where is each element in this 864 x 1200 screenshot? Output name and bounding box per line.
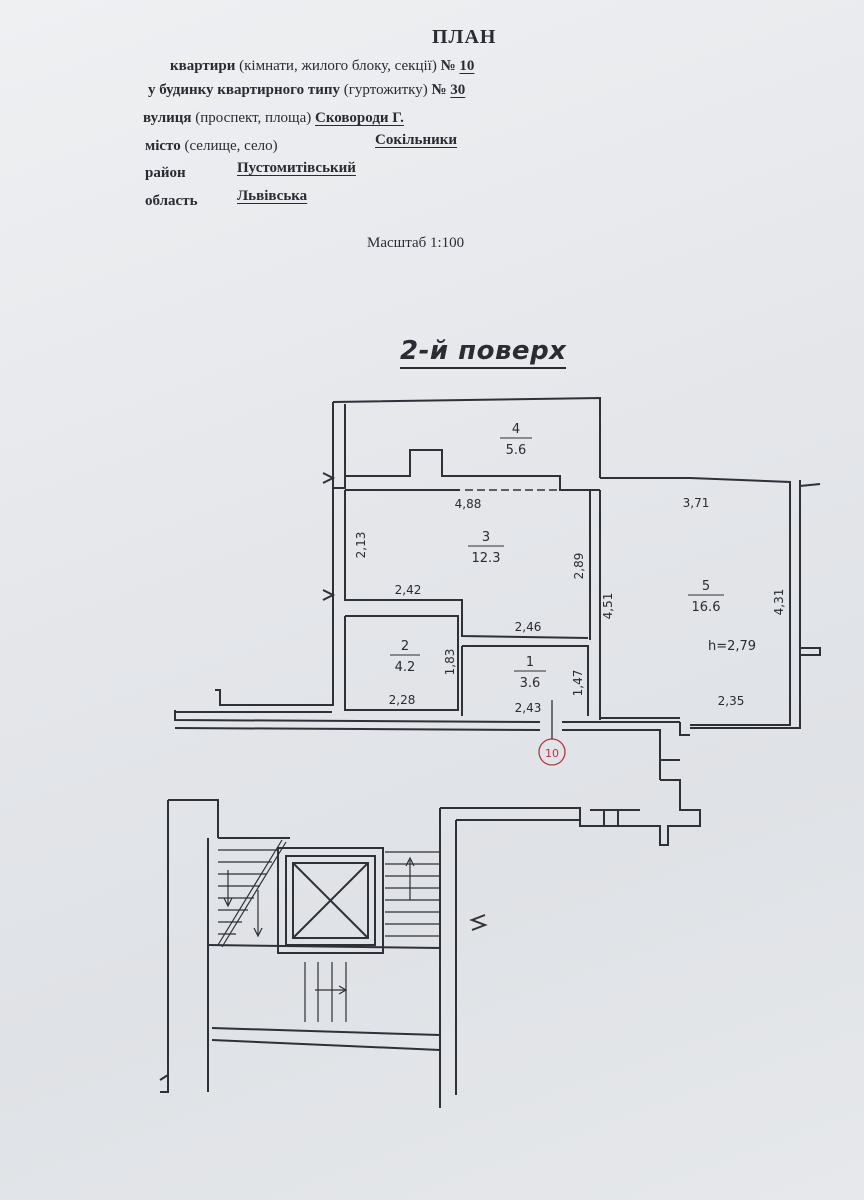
city-value: Сокільники bbox=[375, 132, 458, 148]
building-number: 30 bbox=[450, 82, 466, 98]
room-3-walls bbox=[332, 477, 690, 720]
dim-room5-right: 4,31 bbox=[772, 589, 786, 616]
scale-label: Масштаб 1:100 bbox=[367, 235, 465, 251]
room-4-area: 5.6 bbox=[506, 443, 527, 458]
city-line: місто (селище, село) bbox=[145, 138, 278, 155]
street-note: (проспект, площа) bbox=[195, 110, 312, 126]
room-1-number: 1 bbox=[526, 655, 534, 670]
dim-room3-right: 2,89 bbox=[572, 553, 586, 580]
city-label: місто bbox=[145, 138, 181, 154]
apartment-marker-circle bbox=[538, 700, 566, 766]
apartment-label: квартири bbox=[170, 58, 236, 74]
apartment-no-sign: № bbox=[440, 58, 456, 74]
room-5-area: 16.6 bbox=[692, 600, 721, 615]
street-label: вулиця bbox=[143, 110, 192, 126]
stair-treads bbox=[217, 839, 440, 1022]
street-value: Сковороди Г. bbox=[315, 110, 404, 126]
dim-room2-right: 1,83 bbox=[443, 649, 457, 676]
room-2-area: 4.2 bbox=[395, 660, 416, 675]
room-3-area: 12.3 bbox=[472, 551, 501, 566]
floor-title: 2-й поверх bbox=[400, 336, 567, 369]
left-wall bbox=[215, 472, 336, 706]
apartment-line: квартири (кімнати, жилого блоку, секції)… bbox=[170, 58, 474, 75]
room-5-walls bbox=[600, 477, 821, 729]
apartment-note: (кімнати, жилого блоку, секції) bbox=[239, 58, 437, 74]
vestibule-walls bbox=[439, 759, 701, 1108]
dim-room1-bottom: 2,43 bbox=[515, 701, 542, 715]
elevator-shaft bbox=[277, 847, 384, 954]
dim-room3-bottom: 2,42 bbox=[395, 583, 422, 597]
dim-room3-step: 2,46 bbox=[515, 620, 542, 634]
apartment-marker-number: 10 bbox=[545, 747, 559, 760]
building-no-sign: № bbox=[431, 82, 447, 98]
city-note: (селище, село) bbox=[184, 138, 278, 154]
room-3-number: 3 bbox=[482, 530, 490, 545]
street-line: вулиця (проспект, площа) Сковороди Г. bbox=[143, 110, 404, 127]
room-4-number: 4 bbox=[512, 422, 520, 437]
room-5-number: 5 bbox=[702, 579, 710, 594]
room-2-number: 2 bbox=[401, 639, 409, 654]
region-value: Львівська bbox=[237, 188, 308, 204]
dim-room2-bottom: 2,28 bbox=[389, 693, 416, 707]
dim-room5-bottom: 2,35 bbox=[718, 694, 745, 708]
room-1-area: 3.6 bbox=[520, 676, 541, 691]
dim-room3-top: 4,88 bbox=[455, 497, 482, 511]
building-label: у будинку квартирного типу bbox=[148, 82, 341, 98]
building-line: у будинку квартирного типу (гуртожитку) … bbox=[148, 82, 465, 99]
document-title: ПЛАН bbox=[432, 26, 497, 48]
corridor-walls bbox=[174, 710, 690, 780]
dim-room5-top: 3,71 bbox=[683, 496, 710, 510]
apartment-number: 10 bbox=[459, 58, 475, 74]
staircase-walls bbox=[159, 799, 441, 1093]
room-4-walls bbox=[332, 396, 601, 491]
region-label: область bbox=[145, 193, 198, 209]
dim-room3-left: 2,13 bbox=[354, 532, 368, 559]
room-5-height: h=2,79 bbox=[708, 639, 756, 654]
building-note: (гуртожитку) bbox=[343, 82, 428, 98]
room-1-walls bbox=[461, 645, 589, 716]
dim-room5-left: 4,51 bbox=[601, 593, 615, 620]
district-label: район bbox=[145, 165, 186, 181]
district-value: Пустомитівський bbox=[237, 160, 356, 176]
dim-room1-right: 1,47 bbox=[571, 670, 585, 697]
room-2-walls bbox=[344, 615, 459, 711]
